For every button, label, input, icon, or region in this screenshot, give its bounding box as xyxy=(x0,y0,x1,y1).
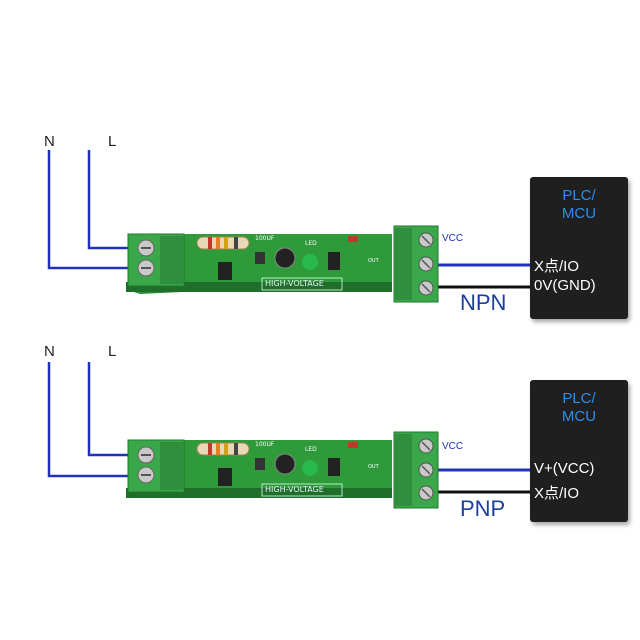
capacitor-pnp xyxy=(274,453,296,475)
output-terminal-npn xyxy=(393,225,439,303)
resistor-npn xyxy=(196,236,250,250)
board-vcc-text: 47K VCC xyxy=(350,434,372,440)
type-label-npn: NPN xyxy=(460,290,507,315)
vcc-tag: VCC xyxy=(442,441,464,452)
n-wire-npn xyxy=(47,150,136,270)
plc-title-line2: MCU xyxy=(561,205,597,222)
plc-box-pnp: PLC/ MCU V+(VCC) X点/IO xyxy=(530,380,628,522)
led-npn xyxy=(302,254,318,270)
vcc-tag: VCC xyxy=(442,233,464,244)
plc-pin-upper: X点/IO xyxy=(534,258,580,275)
plc-pin-lower: 0V(GND) xyxy=(534,277,596,294)
n-wire-pnp xyxy=(47,362,136,478)
capacitor-npn xyxy=(274,247,296,269)
relay-board-pnp xyxy=(126,431,439,509)
plc-box-npn: PLC/ MCU X点/IO 0V(GND) xyxy=(530,177,628,319)
board-silk-text: HIGH-VOLTAGE xyxy=(265,279,324,288)
relay-board-npn xyxy=(126,225,439,303)
resistor-pnp xyxy=(196,442,250,456)
plc-pin-lower: X点/IO xyxy=(534,485,580,502)
diagram-npn xyxy=(47,150,533,303)
l-label: L xyxy=(108,133,117,150)
board-cap-text: 100UF xyxy=(255,441,275,448)
type-label-pnp: PNP xyxy=(460,496,506,521)
input-terminal-npn xyxy=(127,233,185,287)
l-label: L xyxy=(108,343,117,360)
board-silk-text: HIGH-VOLTAGE xyxy=(265,485,324,494)
plc-title-line2: MCU xyxy=(561,408,597,425)
board-led-text: LED xyxy=(305,446,317,453)
board-out-text: OUT xyxy=(368,258,379,264)
output-terminal-pnp xyxy=(393,431,439,509)
diagram-pnp xyxy=(47,362,533,509)
board-vcc-text: 47K VCC xyxy=(350,228,372,234)
l-wire-npn xyxy=(87,150,136,250)
board-out-text: OUT xyxy=(368,464,379,470)
input-terminal-pnp xyxy=(127,439,185,493)
board-led-text: LED xyxy=(305,240,317,247)
plc-title-line1: PLC/ xyxy=(562,187,596,204)
n-label: N xyxy=(44,343,55,360)
l-wire-pnp xyxy=(87,362,136,457)
n-label: N xyxy=(44,133,55,150)
led-pnp xyxy=(302,460,318,476)
board-cap-text: 100UF xyxy=(255,235,275,242)
plc-title-line1: PLC/ xyxy=(562,390,596,407)
plc-pin-upper: V+(VCC) xyxy=(534,460,595,477)
